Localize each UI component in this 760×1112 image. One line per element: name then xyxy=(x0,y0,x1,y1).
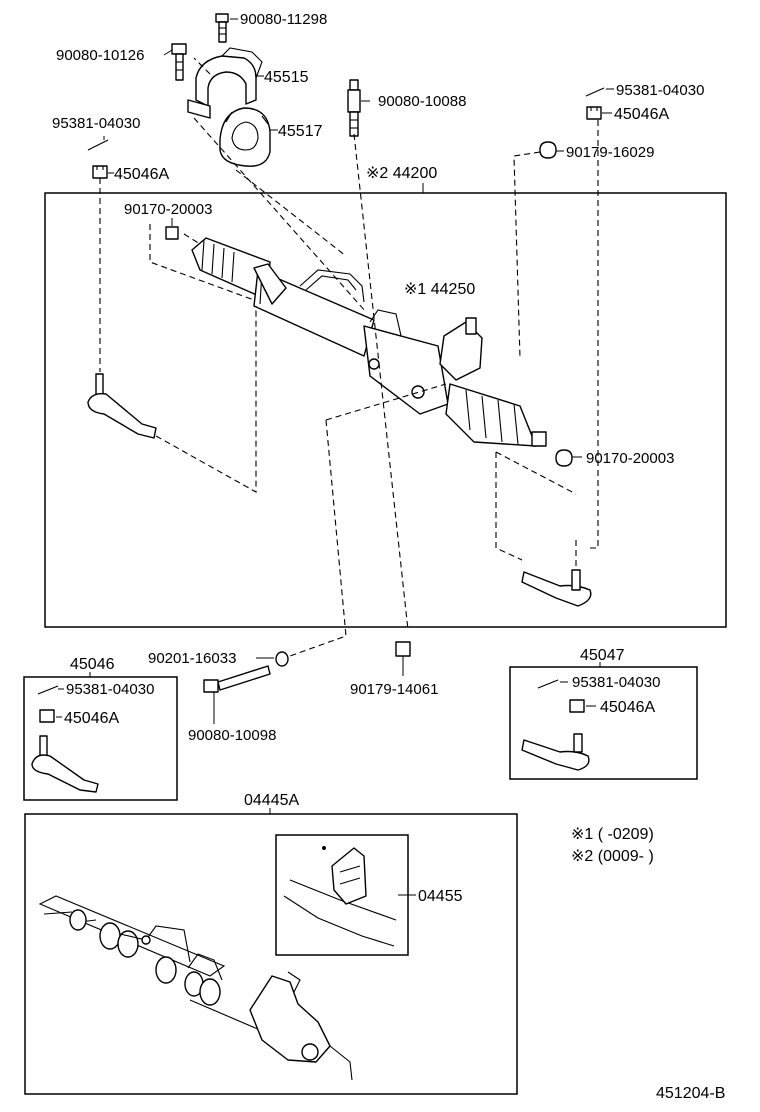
castle-nut-icon-45046 xyxy=(39,709,55,723)
nut-90179-16029-icon xyxy=(539,141,557,159)
label-45047: 45047 xyxy=(580,647,625,664)
bolt-90080-11298-icon xyxy=(215,13,229,43)
nut-icon-right xyxy=(555,449,573,467)
label-44250: ※1 44250 xyxy=(404,281,475,298)
label-45515: 45515 xyxy=(264,69,309,86)
label-95381-04030-45047: 95381-04030 xyxy=(572,674,660,691)
label-95381-04030-top-right: 95381-04030 xyxy=(616,82,704,99)
cotter-pin-icon-45046 xyxy=(37,685,59,695)
label-45046a-top-left: 45046A xyxy=(114,166,169,183)
nut-90179-14061-icon xyxy=(395,641,411,657)
tie-rod-end-icon-left xyxy=(87,373,157,439)
label-90080-11298: 90080-11298 xyxy=(240,11,327,28)
seal-kit-exploded-icon xyxy=(38,895,353,1081)
castle-nut-icon-top-right xyxy=(586,106,602,120)
label-90201-16033: 90201-16033 xyxy=(148,650,236,667)
label-45046a-45046: 45046A xyxy=(64,710,119,727)
assy-45046-frame xyxy=(23,676,178,801)
label-95381-04030-45046: 95381-04030 xyxy=(66,681,154,698)
label-95381-04030-top-left: 95381-04030 xyxy=(52,115,140,132)
label-90179-14061: 90179-14061 xyxy=(350,681,438,698)
cotter-pin-icon-top-left xyxy=(87,139,109,151)
bolt-90080-10088-icon xyxy=(347,79,361,137)
diagram-id: 451204-B xyxy=(656,1085,725,1102)
note-1: ※1 ( -0209) xyxy=(571,826,654,843)
label-44200: ※2 44200 xyxy=(366,165,437,182)
valve-seal-detail-icon xyxy=(283,846,397,947)
label-90170-20003-right: 90170-20003 xyxy=(586,450,674,467)
label-04455: 04455 xyxy=(418,888,463,905)
note-2: ※2 (0009- ) xyxy=(571,848,654,865)
label-90179-16029: 90179-16029 xyxy=(566,144,654,161)
label-04445a: 04445A xyxy=(244,792,299,809)
label-90080-10126: 90080-10126 xyxy=(56,47,144,64)
label-45046: 45046 xyxy=(70,656,115,673)
label-45046a-45047: 45046A xyxy=(600,699,655,716)
label-45046a-top-right: 45046A xyxy=(614,106,669,123)
castle-nut-icon-top-left xyxy=(92,165,108,179)
tie-rod-end-icon-45047 xyxy=(521,733,590,771)
gear-assembly-frame xyxy=(44,192,727,628)
tie-rod-end-icon-45046 xyxy=(31,735,99,793)
bracket-45515-icon xyxy=(187,47,263,119)
nut-icon-left xyxy=(165,226,179,240)
label-90080-10088: 90080-10088 xyxy=(378,93,466,110)
cotter-pin-icon-45047 xyxy=(537,679,559,689)
bolt-90080-10126-icon xyxy=(171,43,187,81)
label-90080-10098: 90080-10098 xyxy=(188,727,276,744)
assy-45047-frame xyxy=(509,666,698,780)
tie-rod-end-icon-right xyxy=(521,569,592,607)
label-90170-20003-left: 90170-20003 xyxy=(124,201,212,218)
bolt-90080-10098-icon xyxy=(203,665,271,693)
bushing-45517-icon xyxy=(219,107,271,167)
steering-rack-icon xyxy=(191,237,547,447)
cotter-pin-icon-top-right xyxy=(585,87,605,97)
washer-icon xyxy=(275,651,289,667)
kit-04445a-frame xyxy=(24,813,518,1095)
castle-nut-icon-45047 xyxy=(569,699,585,713)
label-45517: 45517 xyxy=(278,123,323,140)
